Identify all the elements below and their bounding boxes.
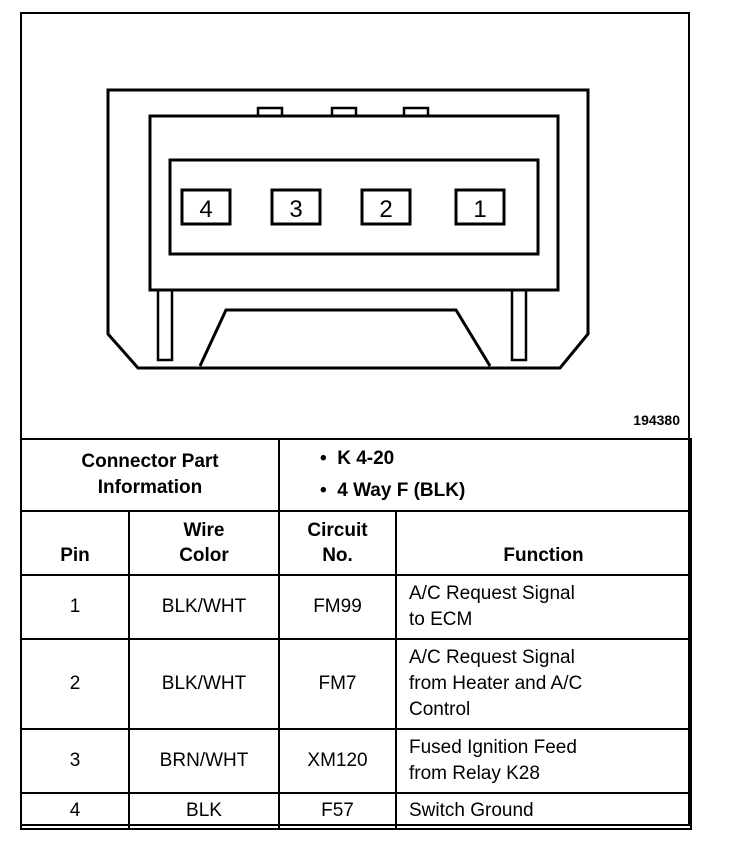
table-row: 3 BRN/WHT XM120 Fused Ignition Feed from… bbox=[20, 728, 693, 794]
pin-box-1: 1 bbox=[454, 188, 506, 226]
pin-box-2: 2 bbox=[360, 188, 412, 226]
header-wire-color: Wire Color bbox=[128, 510, 280, 576]
function-cell: A/C Request Signal to ECM bbox=[394, 574, 693, 640]
pin-cell: 3 bbox=[20, 728, 130, 794]
pin-label: 1 bbox=[473, 196, 486, 223]
polarization-key bbox=[198, 308, 492, 367]
side-rail-left bbox=[156, 288, 174, 362]
pin-box-4: 4 bbox=[180, 188, 232, 226]
pin-box-3: 3 bbox=[270, 188, 322, 226]
connector-table: Connector Part Information • K 4-20 • 4 … bbox=[20, 438, 693, 830]
wire-color-cell: BLK/WHT bbox=[128, 574, 280, 640]
connector-body bbox=[148, 114, 560, 292]
header-function: Function bbox=[394, 510, 693, 576]
table-row: 4 BLK F57 Switch Ground bbox=[20, 792, 693, 830]
function-cell: A/C Request Signal from Heater and A/C C… bbox=[394, 638, 693, 730]
table-row: 2 BLK/WHT FM7 A/C Request Signal from He… bbox=[20, 638, 693, 730]
connector-housing bbox=[106, 88, 590, 370]
circuit-cell: FM99 bbox=[278, 574, 397, 640]
header-row: Pin Wire Color Circuit No. Function bbox=[20, 510, 693, 576]
figure-id: 194380 bbox=[633, 412, 680, 428]
bullet: • bbox=[320, 480, 327, 501]
part-info-row: Connector Part Information • K 4-20 • 4 … bbox=[20, 438, 693, 512]
side-rail-right bbox=[510, 288, 528, 362]
pin-label: 4 bbox=[199, 196, 212, 223]
circuit-cell: F57 bbox=[278, 792, 397, 830]
function-cell: Fused Ignition Feed from Relay K28 bbox=[394, 728, 693, 794]
part-info-label: Connector Part Information bbox=[20, 438, 280, 512]
header-circuit: Circuit No. bbox=[278, 510, 397, 576]
wire-color-cell: BRN/WHT bbox=[128, 728, 280, 794]
wire-color-cell: BLK bbox=[128, 792, 280, 830]
pin-label: 2 bbox=[379, 196, 392, 223]
bullet: • bbox=[320, 448, 327, 469]
connector-diagram: 4 3 2 1 bbox=[106, 88, 590, 370]
pin-label: 3 bbox=[289, 196, 302, 223]
pin-panel bbox=[168, 158, 540, 256]
part-info-values: • K 4-20 • 4 Way F (BLK) bbox=[277, 438, 693, 512]
part-info-item: • 4 Way F (BLK) bbox=[320, 475, 690, 507]
part-number: K 4-20 bbox=[337, 448, 395, 469]
table-row: 1 BLK/WHT FM99 A/C Request Signal to ECM bbox=[20, 574, 693, 640]
circuit-cell: XM120 bbox=[278, 728, 397, 794]
pin-cell: 2 bbox=[20, 638, 130, 730]
part-info-label-line: Connector Part bbox=[81, 451, 219, 472]
header-pin: Pin bbox=[20, 510, 130, 576]
function-cell: Switch Ground bbox=[394, 792, 693, 830]
pin-cell: 1 bbox=[20, 574, 130, 640]
connector-type: 4 Way F (BLK) bbox=[337, 480, 466, 501]
part-info-label-line: Information bbox=[97, 477, 203, 498]
wire-color-cell: BLK/WHT bbox=[128, 638, 280, 730]
circuit-cell: FM7 bbox=[278, 638, 397, 730]
part-info-item: • K 4-20 bbox=[320, 443, 690, 475]
pin-cell: 4 bbox=[20, 792, 130, 830]
